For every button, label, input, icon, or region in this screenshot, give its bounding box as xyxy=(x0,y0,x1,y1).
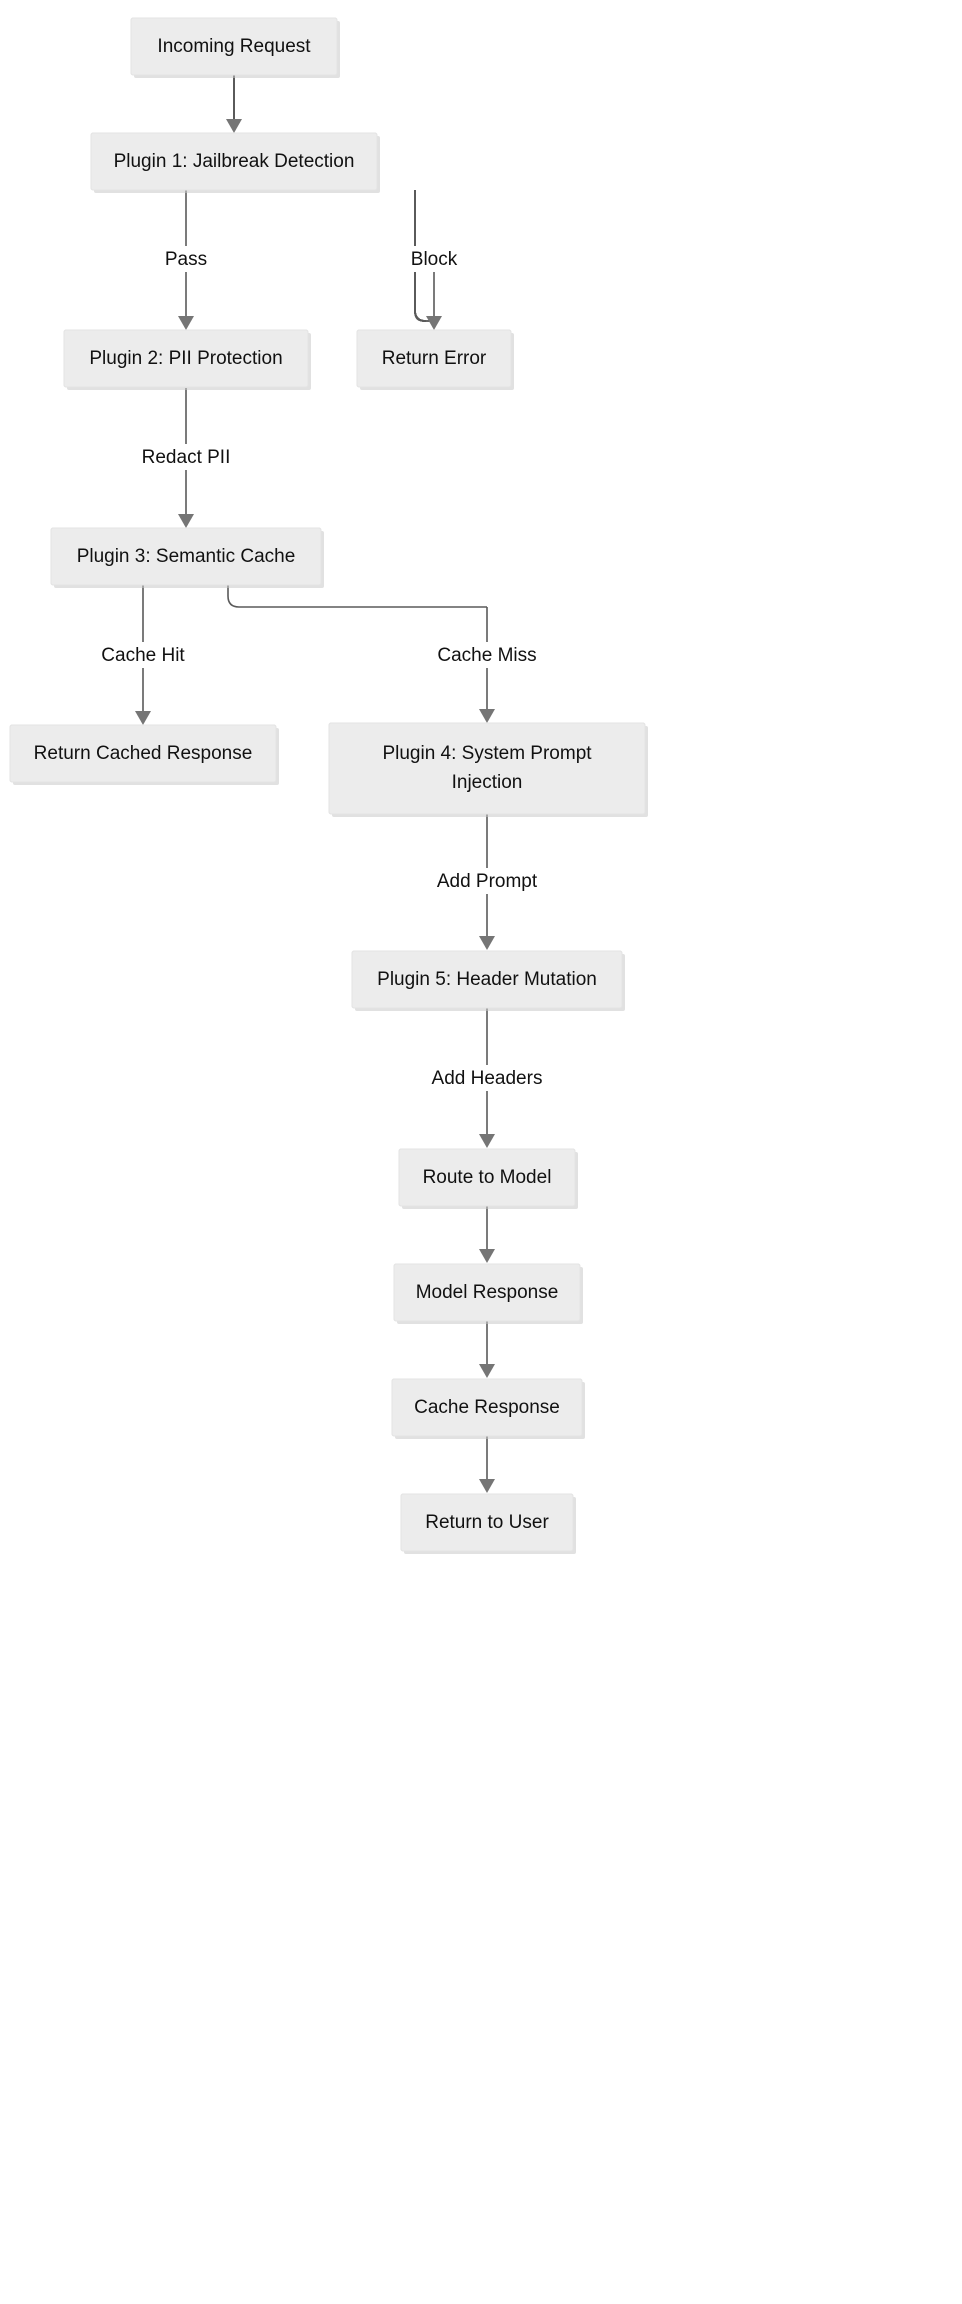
node-box[interactable] xyxy=(130,17,338,76)
arrowhead-icon xyxy=(226,119,242,133)
edge-route-to-model-to-model-response xyxy=(479,1206,495,1263)
edge-block-label-and-arrow xyxy=(426,272,442,330)
edge-label-pass: Pass xyxy=(157,246,215,272)
node-box[interactable] xyxy=(9,724,277,783)
node-box[interactable] xyxy=(63,329,309,388)
node-label: Plugin 3: Semantic Cache xyxy=(77,546,296,567)
node-box[interactable] xyxy=(398,1148,576,1207)
node-label-line1: Plugin 4: System Prompt xyxy=(382,743,592,764)
edge-label-background xyxy=(133,444,239,470)
node-return-to-user[interactable]: Return to User xyxy=(400,1493,576,1554)
node-label: Return to User xyxy=(425,1512,549,1533)
edge-cache-response-to-return-to-user xyxy=(479,1436,495,1493)
arrowhead-icon xyxy=(479,709,495,723)
node-model-response[interactable]: Model Response xyxy=(393,1263,583,1324)
node-cache-response[interactable]: Cache Response xyxy=(391,1378,585,1439)
arrowhead-icon xyxy=(479,936,495,950)
arrowhead-icon xyxy=(178,514,194,528)
node-label: Plugin 5: Header Mutation xyxy=(377,969,597,990)
node-box[interactable] xyxy=(351,950,623,1009)
arrowhead-icon xyxy=(479,1479,495,1493)
node-label: Route to Model xyxy=(423,1167,552,1188)
arrowhead-icon xyxy=(135,711,151,725)
edge-model-response-to-cache-response xyxy=(479,1321,495,1378)
node-return-cached-response[interactable]: Return Cached Response xyxy=(9,724,279,785)
node-plugin5-header-mutation[interactable]: Plugin 5: Header Mutation xyxy=(351,950,625,1011)
edge-plugin3-to-return-cached xyxy=(135,585,151,725)
edge-label-text: Cache Hit xyxy=(101,645,185,666)
edge-label-cache-hit: Cache Hit xyxy=(93,642,193,668)
node-label: Return Cached Response xyxy=(34,743,253,764)
edge-label-add-prompt: Add Prompt xyxy=(427,868,547,894)
arrowhead-icon xyxy=(479,1134,495,1148)
edge-label-block: Block xyxy=(401,246,467,272)
node-box[interactable] xyxy=(356,329,512,388)
arrowhead-icon xyxy=(178,316,194,330)
edge-label-add-headers: Add Headers xyxy=(423,1065,551,1091)
edge-label-text: Add Prompt xyxy=(437,871,538,892)
edge-plugin3-to-plugin4 xyxy=(227,585,495,723)
node-label: Plugin 1: Jailbreak Detection xyxy=(114,151,355,172)
arrowhead-icon xyxy=(426,316,442,330)
node-plugin3-semantic-cache[interactable]: Plugin 3: Semantic Cache xyxy=(50,527,324,588)
node-label: Plugin 2: PII Protection xyxy=(89,348,282,369)
node-plugin4-system-prompt-injection[interactable]: Plugin 4: System Prompt Injection xyxy=(328,722,648,817)
edge-label-background xyxy=(427,868,547,894)
edge-plugin2-to-plugin3 xyxy=(178,388,194,528)
arrowhead-icon xyxy=(479,1364,495,1378)
edge-label-background xyxy=(93,642,193,668)
edge-label-cache-miss: Cache Miss xyxy=(430,642,544,668)
arrowhead-icon xyxy=(479,1249,495,1263)
edge-plugin5-to-route-to-model xyxy=(479,1008,495,1148)
edge-label-text: Cache Miss xyxy=(437,645,536,666)
edge-label-text: Block xyxy=(411,249,458,270)
edge-label-background xyxy=(157,246,215,272)
node-box[interactable] xyxy=(90,132,378,191)
edge-label-text: Add Headers xyxy=(432,1068,543,1089)
node-plugin1-jailbreak-detection[interactable]: Plugin 1: Jailbreak Detection xyxy=(90,132,380,193)
node-label-line2: Injection xyxy=(452,772,523,793)
edge-label-background xyxy=(430,642,544,668)
edge-label-background xyxy=(423,1065,551,1091)
node-label: Return Error xyxy=(382,348,487,369)
edge-line-elbow xyxy=(227,585,487,608)
node-return-error[interactable]: Return Error xyxy=(356,329,514,390)
edge-plugin4-to-plugin5 xyxy=(479,813,495,950)
node-label: Model Response xyxy=(416,1282,559,1303)
node-incoming-request[interactable]: Incoming Request xyxy=(130,17,340,78)
edge-incoming-request-to-plugin1 xyxy=(226,75,242,133)
node-box[interactable] xyxy=(50,527,322,586)
node-box[interactable] xyxy=(400,1493,574,1552)
edge-label-text: Pass xyxy=(165,249,207,270)
node-route-to-model[interactable]: Route to Model xyxy=(398,1148,578,1209)
edge-plugin1-to-plugin2 xyxy=(178,190,194,330)
node-label: Cache Response xyxy=(414,1397,560,1418)
node-label: Incoming Request xyxy=(157,36,311,57)
node-plugin2-pii-protection[interactable]: Plugin 2: PII Protection xyxy=(63,329,311,390)
edge-label-text: Redact PII xyxy=(142,447,231,468)
node-box[interactable] xyxy=(328,722,646,815)
node-box[interactable] xyxy=(393,1263,581,1322)
node-box[interactable] xyxy=(391,1378,583,1437)
edge-label-redact-pii: Redact PII xyxy=(133,444,239,470)
edge-label-background xyxy=(401,246,467,272)
